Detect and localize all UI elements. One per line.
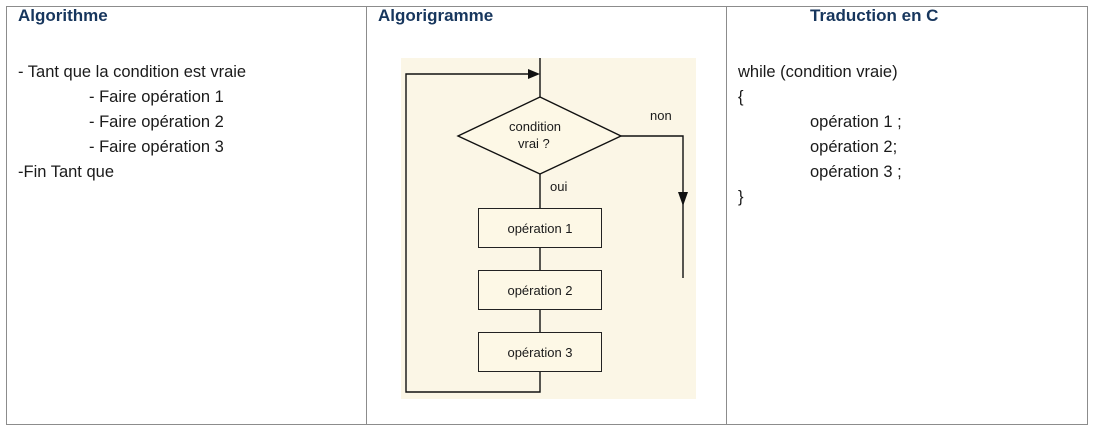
traduction-header: Traduction en C <box>810 6 939 25</box>
decision-label-line-1: condition <box>509 119 562 134</box>
column-divider-2 <box>726 6 727 425</box>
no-arrowhead <box>678 192 688 206</box>
column-divider-1 <box>366 6 367 425</box>
c-code-line-5: opération 3 ; <box>810 163 902 181</box>
yes-label: oui <box>550 179 568 194</box>
loop-back-line <box>405 73 541 393</box>
algorithme-line-1: - Tant que la condition est vraie <box>18 63 247 81</box>
no-label: non <box>650 108 672 123</box>
c-code-line-3: opération 1 ; <box>810 113 902 131</box>
table-bottom-border <box>6 424 1088 425</box>
loop-back-arrowhead <box>528 69 540 79</box>
c-code-line-6: } <box>738 188 744 206</box>
operation-1-label: opération 1 <box>507 220 573 236</box>
c-code-line-4: opération 2; <box>810 138 898 156</box>
operation-3-label: opération 3 <box>507 344 573 360</box>
table-top-border <box>6 6 1088 7</box>
algorithme-header: Algorithme <box>18 6 108 25</box>
operation-2-box: opération 2 <box>478 270 602 310</box>
operation-2-label: opération 2 <box>507 282 573 298</box>
c-code-line-1: while (condition vraie) <box>738 63 898 81</box>
operation-3-box: opération 3 <box>478 332 602 372</box>
algorithme-line-3: - Faire opération 2 <box>89 113 224 131</box>
algorigramme-header: Algorigramme <box>378 6 494 25</box>
no-line <box>621 135 684 278</box>
c-code-line-2: { <box>738 88 744 106</box>
algorithme-line-4: - Faire opération 3 <box>89 138 224 156</box>
algorithme-line-2: - Faire opération 1 <box>89 88 224 106</box>
algorithme-line-5: -Fin Tant que <box>18 163 115 181</box>
operation-1-box: opération 1 <box>478 208 602 248</box>
table-left-border <box>6 6 7 425</box>
decision-label-line-2: vrai ? <box>518 136 550 151</box>
table-right-border <box>1087 6 1088 425</box>
